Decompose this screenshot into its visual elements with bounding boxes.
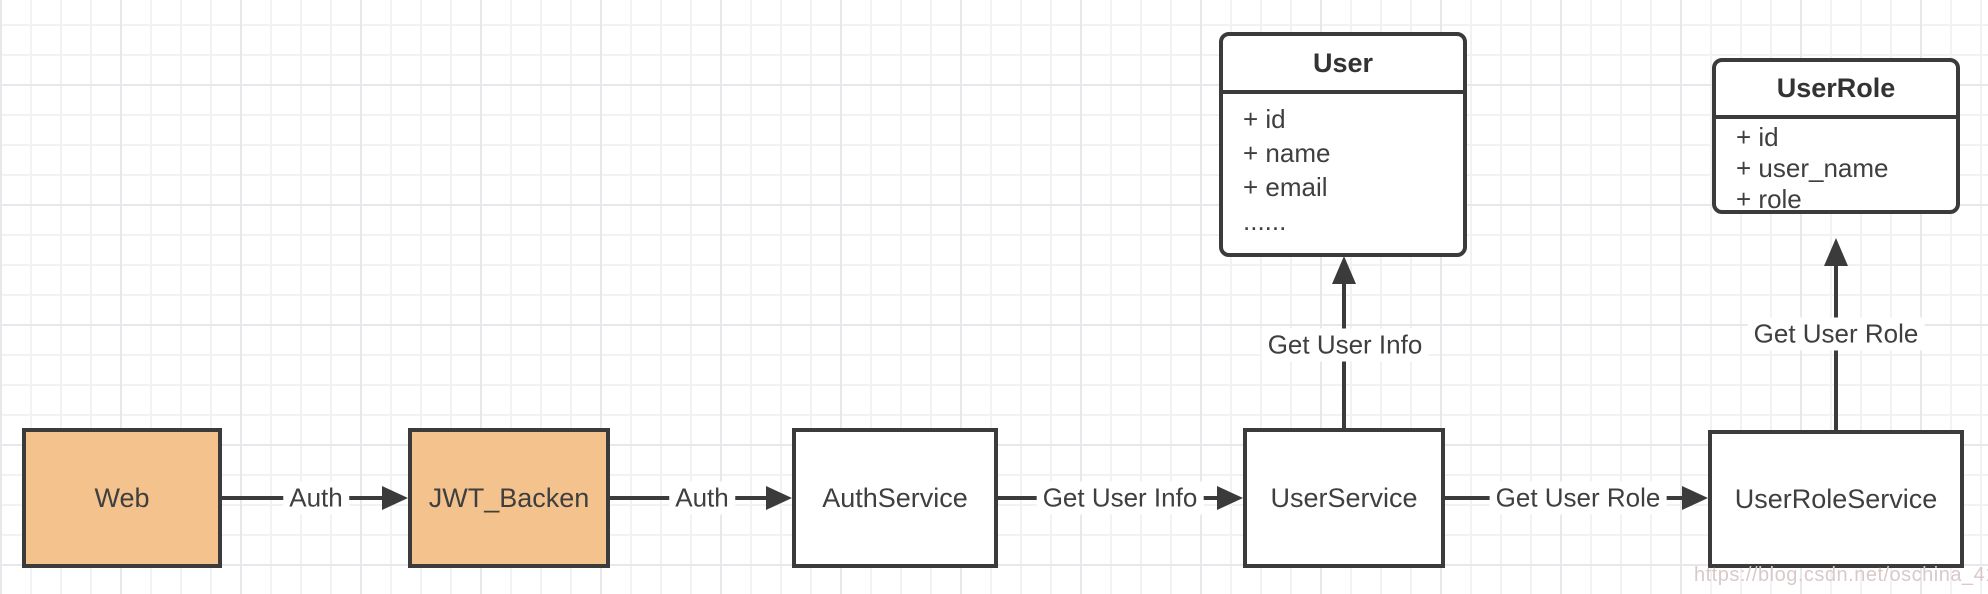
edge-label-auth-2: Auth — [669, 481, 735, 515]
node-label: UserRoleService — [1734, 483, 1938, 514]
arrow-right-icon — [766, 486, 792, 510]
class-title-user: User — [1223, 36, 1463, 94]
class-title-userrole: UserRole — [1716, 62, 1956, 119]
class-attr: + id — [1736, 122, 1779, 152]
edge-label-get-user-role-h: Get User Role — [1489, 481, 1667, 515]
node-label: JWT_Backen — [428, 482, 590, 513]
node-label: Web — [94, 482, 150, 513]
class-attr: + email — [1243, 172, 1328, 202]
class-attrs-user: + id + name + email ...... — [1223, 94, 1463, 238]
class-attr: + role — [1736, 184, 1802, 214]
arrow-right-icon — [1217, 486, 1243, 510]
edge-label-auth-1: Auth — [283, 481, 349, 515]
edge-label-get-user-info-h: Get User Info — [1036, 481, 1204, 515]
class-attr: + id — [1243, 104, 1286, 134]
arrow-right-icon — [1682, 486, 1708, 510]
arrow-up-icon — [1332, 256, 1356, 284]
class-attr: ...... — [1243, 206, 1287, 236]
edge-label-get-user-role-v: Get User Role — [1747, 317, 1925, 351]
class-attr: + name — [1243, 138, 1331, 168]
node-web: Web — [22, 428, 222, 568]
node-jwt-backen: JWT_Backen — [408, 428, 610, 568]
node-auth-service: AuthService — [792, 428, 998, 568]
class-box-userrole: UserRole + id + user_name + role — [1712, 58, 1960, 214]
node-user-service: UserService — [1243, 428, 1445, 568]
class-attrs-userrole: + id + user_name + role — [1716, 119, 1956, 215]
edge-label-get-user-info-v: Get User Info — [1261, 328, 1429, 362]
node-label: UserService — [1270, 482, 1418, 513]
class-attr: + user_name — [1736, 153, 1889, 183]
csdn-watermark: https://blog.csdn.net/oschina_41790905 — [1694, 564, 1988, 586]
node-label: AuthService — [822, 482, 968, 513]
arrow-up-icon — [1824, 238, 1848, 266]
class-box-user: User + id + name + email ...... — [1219, 32, 1467, 257]
node-user-role-service: UserRoleService — [1708, 430, 1964, 568]
arrow-right-icon — [382, 486, 408, 510]
